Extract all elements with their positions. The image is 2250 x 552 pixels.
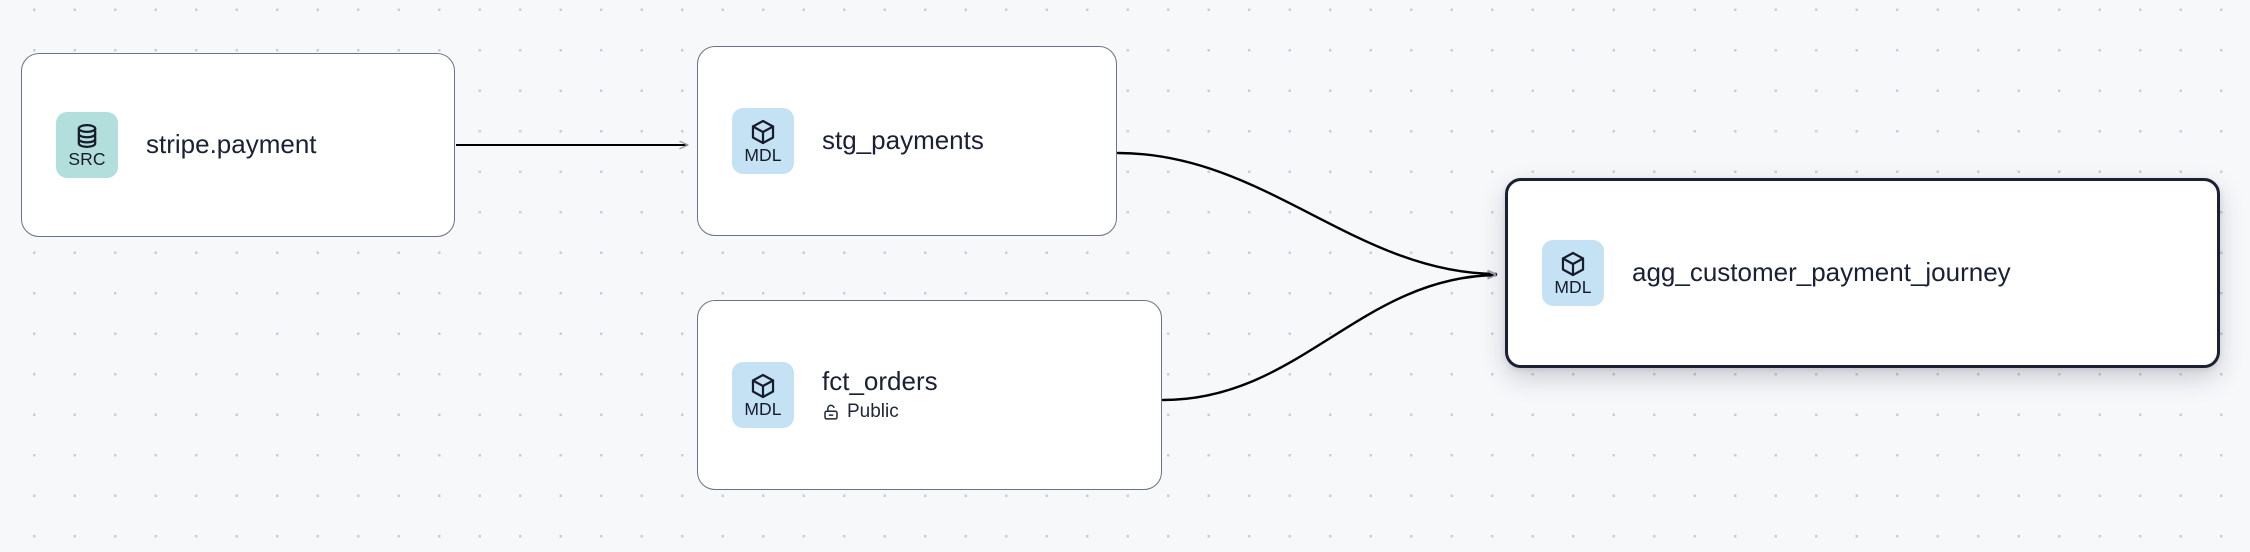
node-type-badge-mdl: MDL <box>1542 240 1604 306</box>
node-label-group: stripe.payment <box>146 130 317 159</box>
edge-fct-to-agg <box>1161 275 1498 402</box>
node-stg-payments[interactable]: MDL stg_payments <box>697 46 1117 236</box>
node-label-group: fct_orders Public <box>822 365 938 423</box>
edge-stg-to-agg <box>1116 151 1498 274</box>
node-title: stripe.payment <box>146 129 317 160</box>
node-agg-customer-payment-journey[interactable]: MDL agg_customer_payment_journey <box>1505 178 2220 368</box>
node-type-badge-src: SRC <box>56 112 118 178</box>
node-visibility: Public <box>822 401 938 423</box>
cube-icon <box>749 118 777 146</box>
node-label-group: stg_payments <box>822 126 984 155</box>
node-title: agg_customer_payment_journey <box>1632 257 2011 288</box>
visibility-label: Public <box>847 401 899 423</box>
badge-label: MDL <box>744 144 782 165</box>
badge-label: MDL <box>1554 276 1592 297</box>
database-icon <box>73 122 101 150</box>
badge-label: MDL <box>744 398 782 419</box>
node-label-group: agg_customer_payment_journey <box>1632 258 2011 287</box>
unlock-icon <box>822 403 840 421</box>
node-type-badge-mdl: MDL <box>732 108 794 174</box>
node-fct-orders[interactable]: MDL fct_orders Public <box>697 300 1162 490</box>
node-title: stg_payments <box>822 125 984 156</box>
cube-icon <box>1559 250 1587 278</box>
node-title: fct_orders <box>822 365 938 396</box>
cube-icon <box>749 372 777 400</box>
badge-label: SRC <box>68 148 106 169</box>
node-type-badge-mdl: MDL <box>732 362 794 428</box>
node-stripe-payment[interactable]: SRC stripe.payment <box>21 53 455 237</box>
